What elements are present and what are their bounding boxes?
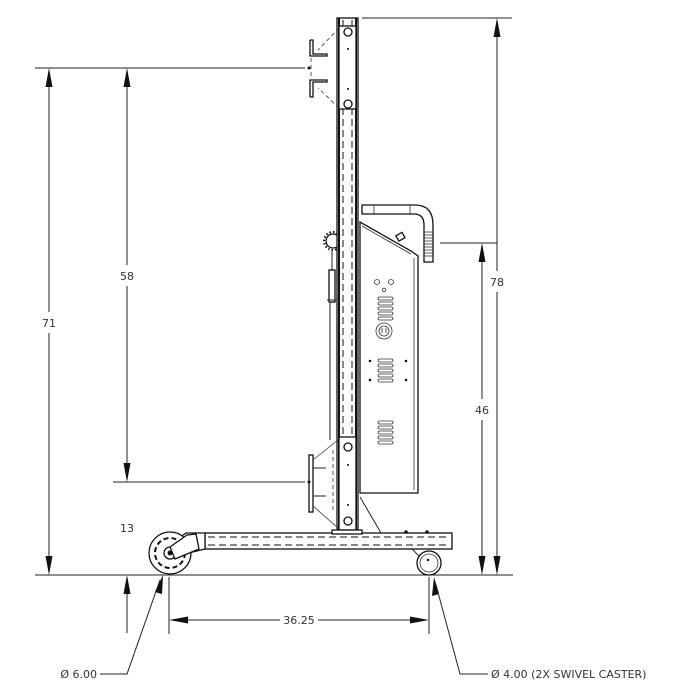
label-78: 78 [490,276,504,289]
caster-icon [416,550,442,576]
dimension-labels: 71 58 13 78 46 36.25 Ø 6.00 Ø 4.00 (2X S… [38,266,646,681]
vent-slots-lower [377,420,394,445]
indicator-light-icon [374,279,380,285]
label-rear-wheel-diameter: Ø 6.00 [60,668,97,681]
dimension-lines [35,17,513,675]
bolt-icon [343,99,353,109]
dim-46 [478,243,486,575]
machine [148,17,453,576]
power-outlet-icon [375,322,393,340]
dim-58 [123,68,131,482]
label-36-25: 36.25 [283,614,315,627]
handle-grip-icon [424,231,433,257]
handle [361,204,434,263]
label-71: 71 [42,317,56,330]
front-caster[interactable] [411,548,442,576]
vent-slots-upper [377,296,394,321]
dim-78 [493,18,501,575]
knob-icon [395,231,406,242]
bolt-icon [343,442,353,452]
vent-slots-middle [368,358,408,383]
label-58: 58 [120,270,134,283]
leader-front-caster [432,577,488,675]
bolt-icon [343,27,353,37]
dim-13 [123,575,131,633]
control-enclosure [359,220,419,494]
label-front-caster-diameter: Ø 4.00 (2X SWIVEL CASTER) [491,668,646,681]
label-13: 13 [120,522,134,535]
label-46: 46 [475,404,489,417]
lower-mount-bracket [307,436,382,534]
dim-71 [45,68,53,575]
rear-wheel[interactable] [148,531,200,575]
bolt-icon [343,516,353,526]
leader-rear-wheel [100,575,163,675]
upper-mount-bracket [307,25,357,110]
dim-36-25 [168,577,430,634]
base-rail [164,529,453,558]
indicator-light-icon [388,279,394,285]
